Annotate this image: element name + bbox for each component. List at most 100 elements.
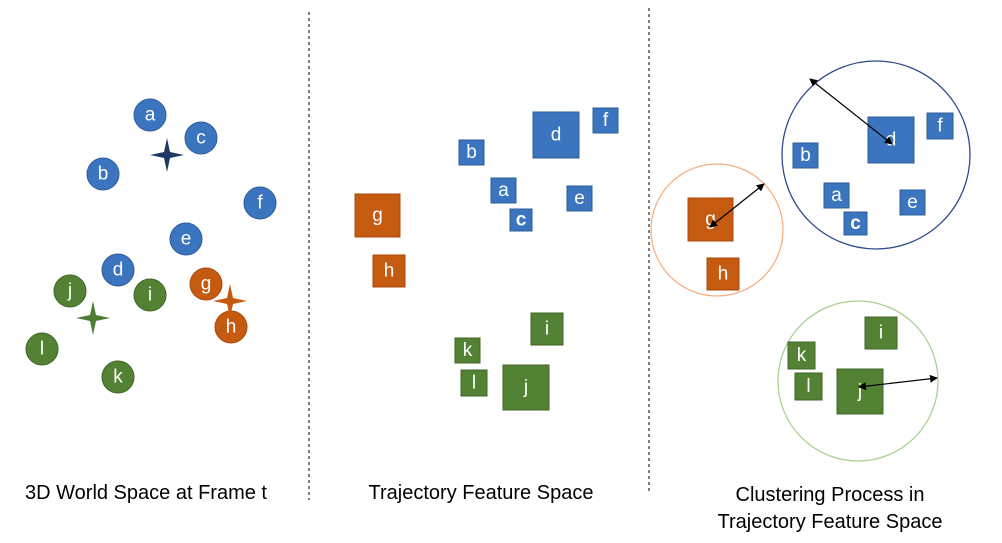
cluster-point-h: h [706, 257, 740, 291]
feature-point-f-marker [592, 107, 619, 134]
feature-point-b-label: b [466, 142, 477, 163]
world-point-i: i [133, 278, 167, 312]
cluster-point-a: a [823, 182, 850, 209]
feature-point-d-marker [532, 111, 580, 159]
world-point-k-marker [101, 360, 135, 394]
cluster-point-h-marker [706, 257, 740, 291]
cluster-point-g: g [687, 197, 734, 242]
world-point-j-label: j [67, 281, 72, 302]
feature-point-f: f [592, 107, 619, 134]
feature-point-g-marker [354, 193, 401, 238]
world-point-i-marker [133, 278, 167, 312]
centroid-star-blue [150, 138, 184, 172]
cluster-point-a-label: a [831, 185, 842, 206]
feature-point-l-marker [460, 369, 488, 397]
world-point-h: h [214, 310, 248, 344]
feature-point-d: d [532, 111, 580, 159]
world-point-a-label: a [145, 105, 156, 126]
world-point-c: c [184, 121, 218, 155]
world-point-h-label: h [226, 317, 237, 338]
world-point-b-marker [86, 157, 120, 191]
world-point-b-label: b [98, 164, 109, 185]
radius-arrow-green [858, 374, 938, 391]
cluster-point-f-label: f [937, 116, 943, 137]
feature-point-l-label: l [472, 373, 476, 394]
world-point-f: f [243, 186, 277, 220]
caption-clustering: Clustering Process in Trajectory Feature… [690, 482, 970, 536]
world-point-d-label: d [113, 260, 124, 281]
feature-point-k: k [454, 337, 481, 364]
feature-point-b: b [458, 139, 485, 166]
feature-point-j-marker [502, 364, 550, 411]
feature-point-c-marker [509, 208, 533, 232]
cluster-point-d: d [867, 116, 915, 164]
cluster-point-i-marker [864, 316, 898, 350]
cluster-point-k-label: k [797, 345, 807, 366]
feature-point-e-label: e [574, 188, 585, 209]
cluster-point-j: j [836, 368, 884, 415]
cluster-point-b-marker [792, 142, 819, 169]
feature-point-j-label: j [523, 377, 528, 398]
cluster-point-k-marker [787, 341, 816, 370]
feature-point-h-marker [372, 254, 406, 288]
cluster-circle-green [777, 300, 939, 462]
world-point-d: d [101, 253, 135, 287]
cluster-point-c-marker [843, 211, 868, 236]
world-point-a-marker [133, 98, 167, 132]
feature-point-h-label: h [384, 261, 395, 282]
cluster-point-b-label: b [800, 145, 811, 166]
feature-point-e: e [566, 185, 593, 212]
world-point-g-marker [189, 267, 223, 301]
feature-point-a-label: a [498, 180, 509, 201]
world-point-j: j [53, 274, 87, 308]
world-point-f-label: f [257, 193, 263, 214]
cluster-point-c-label: c [850, 213, 861, 234]
world-point-e: e [169, 222, 203, 256]
cluster-point-e-label: e [907, 192, 918, 213]
caption-clustering-line1: Clustering Process in [735, 484, 925, 506]
cluster-point-b: b [792, 142, 819, 169]
world-point-j-marker [53, 274, 87, 308]
feature-point-h: h [372, 254, 406, 288]
cluster-point-e-marker [899, 189, 926, 216]
feature-point-a: a [490, 177, 517, 204]
cluster-point-j-label: j [857, 381, 862, 402]
caption-clustering-line2: Trajectory Feature Space [717, 511, 943, 533]
feature-point-b-marker [458, 139, 485, 166]
cluster-point-k: k [787, 341, 816, 370]
clustered-points: d f ba e c g h i kl j [687, 112, 954, 415]
radius-arrow-orange [709, 183, 765, 228]
caption-world-space: 3D World Space at Frame t [25, 482, 267, 504]
world-point-d-marker [101, 253, 135, 287]
feature-point-k-label: k [463, 340, 473, 361]
cluster-point-a-marker [823, 182, 850, 209]
cluster-point-l: l [794, 372, 823, 401]
world-point-f-marker [243, 186, 277, 220]
world-point-l: l [25, 332, 59, 366]
world-point-k-label: k [113, 367, 123, 388]
cluster-point-i: i [864, 316, 898, 350]
world-point-l-marker [25, 332, 59, 366]
cluster-point-f-marker [926, 112, 954, 140]
world-point-a: a [133, 98, 167, 132]
feature-point-g-label: g [372, 205, 383, 226]
feature-point-k-marker [454, 337, 481, 364]
world-point-c-label: c [196, 128, 206, 149]
cluster-point-f: f [926, 112, 954, 140]
feature-point-c: c [509, 208, 533, 232]
feature-point-f-label: f [603, 110, 609, 131]
feature-point-g: g [354, 193, 401, 238]
cluster-point-h-label: h [718, 264, 729, 285]
world-point-i-label: i [148, 285, 152, 306]
cluster-point-c: c [843, 211, 868, 236]
cluster-circle-blue [781, 60, 971, 250]
feature-point-e-marker [566, 185, 593, 212]
feature-point-a-marker [490, 177, 517, 204]
feature-point-i-label: i [545, 319, 549, 340]
centroid-star-orange [213, 284, 247, 318]
world-point-g-label: g [201, 274, 212, 295]
world-point-b: b [86, 157, 120, 191]
feature-point-d-label: d [551, 125, 562, 146]
cluster-point-l-label: l [806, 376, 810, 397]
